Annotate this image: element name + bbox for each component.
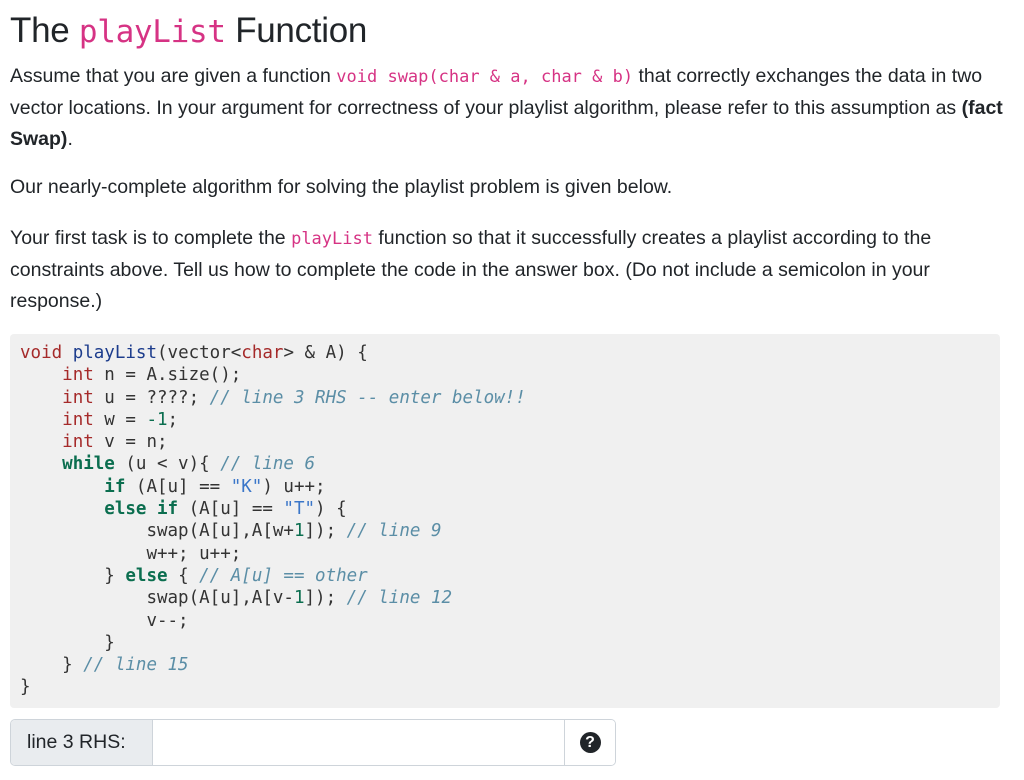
question-circle-icon: ? — [579, 732, 601, 753]
code-line-15: } // line 15 — [62, 655, 189, 676]
answer-input-group: line 3 RHS: ? — [10, 719, 616, 766]
code-line-4: int w = -1; — [62, 409, 179, 430]
code-line-7: if (A[u] == "K") u++; — [104, 476, 326, 497]
answer-label: line 3 RHS: — [11, 720, 153, 765]
line3-rhs-input[interactable] — [153, 720, 565, 765]
paragraph-task: Your first task is to complete the playL… — [10, 227, 932, 312]
code-line-12: swap(A[u],A[v-1]); // line 12 — [146, 588, 453, 609]
code-line-2: int n = A.size(); — [62, 365, 242, 386]
code-line-6: while (u < v){ // line 6 — [62, 454, 316, 475]
inline-code-swap: void swap(char & a, char & b) — [336, 67, 634, 87]
inline-code-playlist: playList — [291, 229, 373, 249]
code-line-3: int u = ????; // line 3 RHS -- enter bel… — [62, 387, 526, 408]
code-line-5: int v = n; — [62, 432, 168, 453]
code-line-8: else if (A[u] == "T") { — [104, 499, 347, 520]
code-line-11: } else { // A[u] == other — [104, 565, 368, 586]
code-line-10: w++; u++; — [146, 543, 242, 564]
title-code: playList — [78, 14, 226, 50]
code-line-1: void playList(vector<char> & A) { — [20, 343, 368, 363]
fact-swap-label: (fact Swap) — [10, 97, 1003, 150]
help-button[interactable]: ? — [565, 720, 615, 765]
code-line-16: } — [20, 677, 31, 698]
paragraph-assumption: Assume that you are given a function voi… — [10, 65, 1003, 150]
code-line-14: } — [104, 632, 115, 653]
page-title: The playList Function — [10, 11, 368, 50]
code-line-13: v--; — [146, 610, 189, 631]
code-block: void playList(vector<char> & A) { int n … — [10, 334, 1000, 708]
code-line-9: swap(A[u],A[w+1]); // line 9 — [146, 521, 442, 542]
paragraph-algorithm-intro: Our nearly-complete algorithm for solvin… — [10, 176, 673, 198]
